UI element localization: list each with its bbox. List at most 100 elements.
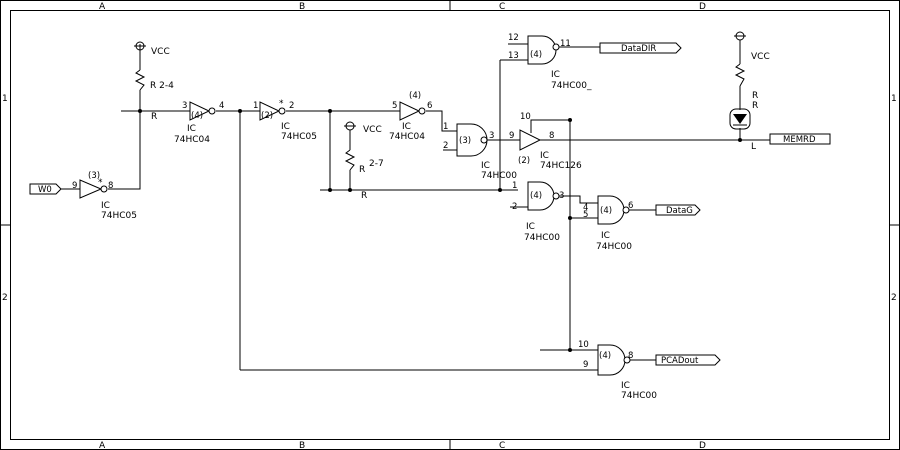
nandlow-unit: (4) (530, 191, 542, 201)
vcc-label-3: VCC (751, 52, 770, 62)
frame-row-1-right: 1 (891, 94, 897, 104)
nandpca-ic: IC (621, 381, 630, 391)
resistor-r2-4: R 2-4 R (134, 69, 174, 122)
nandg-pin5: 5 (583, 210, 588, 220)
frame-row-1-left: 1 (2, 94, 8, 104)
port-datadir-label: DataDIR (621, 44, 656, 54)
inverter-74hc05-left: 9 8 (3) * IC 74HC05 (72, 171, 137, 221)
nanddir-pin13: 13 (508, 51, 519, 61)
resistor-r2-7-net: R (361, 191, 367, 201)
buf-part: 74HC126 (540, 161, 582, 171)
vcc-symbol-1: VCC (134, 41, 170, 57)
nand-74hc00-lower: 1 2 3 (4) IC 74HC00 (512, 181, 564, 243)
inv4-part: 74HC04 (389, 132, 425, 142)
inv1-part: 74HC05 (101, 211, 137, 221)
nandpca-pin8: 8 (628, 351, 633, 361)
inv3-star: * (279, 99, 284, 109)
nandlow-pin1: 1 (512, 181, 517, 191)
nand3-pin2: 2 (443, 141, 448, 151)
inv4-pin-out: 6 (427, 101, 432, 111)
inv2-pin-out: 4 (219, 101, 224, 111)
nandpca-unit: (4) (599, 351, 611, 361)
buf-ic: IC (540, 151, 549, 161)
inv4-unit: (4) (409, 91, 421, 101)
inv3-pin-in: 1 (253, 101, 258, 111)
vcc-label-1: VCC (151, 47, 170, 57)
buf-unit: (2) (518, 156, 530, 166)
vcc-label-2: VCC (363, 125, 382, 135)
inv2-part: 74HC04 (174, 135, 210, 145)
inv2-pin-in: 3 (182, 101, 187, 111)
inverter-74hc04-b: 5 6 (4) IC 74HC04 (389, 91, 432, 142)
inv1-pin-in: 9 (72, 181, 77, 191)
nandlow-pin3: 3 (559, 191, 564, 201)
resistor-led-r1: R (752, 91, 758, 101)
nanddir-part: 74HC00_ (551, 81, 592, 91)
resistor-led-r2: R (752, 101, 758, 111)
nandg-pin6: 6 (628, 201, 633, 211)
port-memrd-label: MEMRD (783, 135, 816, 145)
resistor-r2-4-label: R 2-4 (150, 81, 174, 91)
inv3-part: 74HC05 (281, 132, 317, 142)
frame-col-d-top: D (699, 2, 706, 12)
inv4-ic: IC (402, 122, 411, 132)
nand-74hc00-unit3: 1 2 3 (3) IC 74HC00 (443, 122, 517, 181)
frame-col-d-bottom: D (699, 441, 706, 450)
junction-dots (138, 109, 742, 352)
nand-74hc00-datadir: 12 13 11 (4) IC 74HC00_ (508, 33, 592, 91)
frame-col-a-top: A (99, 2, 106, 12)
nand3-part: 74HC00 (481, 171, 517, 181)
port-datadir: DataDIR (599, 42, 682, 54)
frame-col-b-bottom: B (299, 441, 305, 450)
port-pcadout: PCADout (655, 354, 721, 366)
resistor-r2-7-label: 2-7 (369, 159, 384, 169)
port-w0-label: W0 (38, 185, 52, 195)
inv1-ic: IC (101, 201, 110, 211)
buf-pin8: 8 (549, 131, 554, 141)
inv3-pin-out: 2 (289, 101, 294, 111)
resistor-r2-4-net: R (151, 112, 157, 122)
nanddir-unit: (4) (530, 50, 542, 60)
nand3-ic: IC (481, 161, 490, 171)
frame-col-b-top: B (299, 2, 305, 12)
inverter-74hc04-a: 3 4 (4) IC 74HC04 (174, 101, 224, 145)
port-pcadout-label: PCADout (661, 356, 699, 366)
frame-col-a-bottom: A (99, 441, 106, 450)
port-datag: DataG (655, 204, 701, 216)
inv2-ic: IC (187, 124, 196, 134)
nandlow-pin2: 2 (512, 202, 517, 212)
nand3-unit: (3) (459, 136, 471, 146)
nand-74hc00-pcadout: 10 9 8 (4) IC 74HC00 (578, 340, 657, 401)
nand-74hc00-datag: 4 5 6 (4) IC 74HC00 (583, 195, 633, 252)
vcc-symbol-3: VCC (734, 31, 770, 62)
port-datag-label: DataG (666, 206, 693, 216)
wires (61, 43, 770, 371)
inv4-pin-in: 5 (392, 101, 397, 111)
inv3-ic: IC (281, 122, 290, 132)
nandpca-pin9: 9 (583, 360, 588, 370)
nandpca-pin10: 10 (578, 340, 589, 350)
inv3-unit: (2) (261, 111, 273, 121)
vcc-symbol-2: VCC (344, 121, 382, 135)
port-w0: W0 (29, 183, 62, 195)
led-net-label: L (751, 142, 756, 152)
inv1-star: * (98, 178, 103, 188)
frame-row-2-right: 2 (891, 293, 897, 303)
buf-pin9: 9 (509, 131, 514, 141)
nanddir-pin12: 12 (508, 33, 519, 43)
inv1-pin-out: 8 (108, 181, 113, 191)
nandlow-ic: IC (526, 222, 535, 232)
resistor-r2-7-r: R (359, 165, 365, 175)
resistor-led: R R (734, 63, 758, 111)
inv1-unit: (3) (88, 171, 100, 181)
nandg-ic: IC (601, 231, 610, 241)
frame-col-c-bottom: C (499, 441, 505, 450)
nandg-unit: (4) (600, 206, 612, 216)
buffer-74hc126: 8 9 10 (2) IC 74HC126 (509, 112, 582, 171)
nandg-pin4: 4 (583, 203, 588, 213)
port-memrd: MEMRD (769, 133, 831, 145)
led-indicator: L (729, 108, 756, 152)
nandg-part: 74HC00 (596, 242, 632, 252)
